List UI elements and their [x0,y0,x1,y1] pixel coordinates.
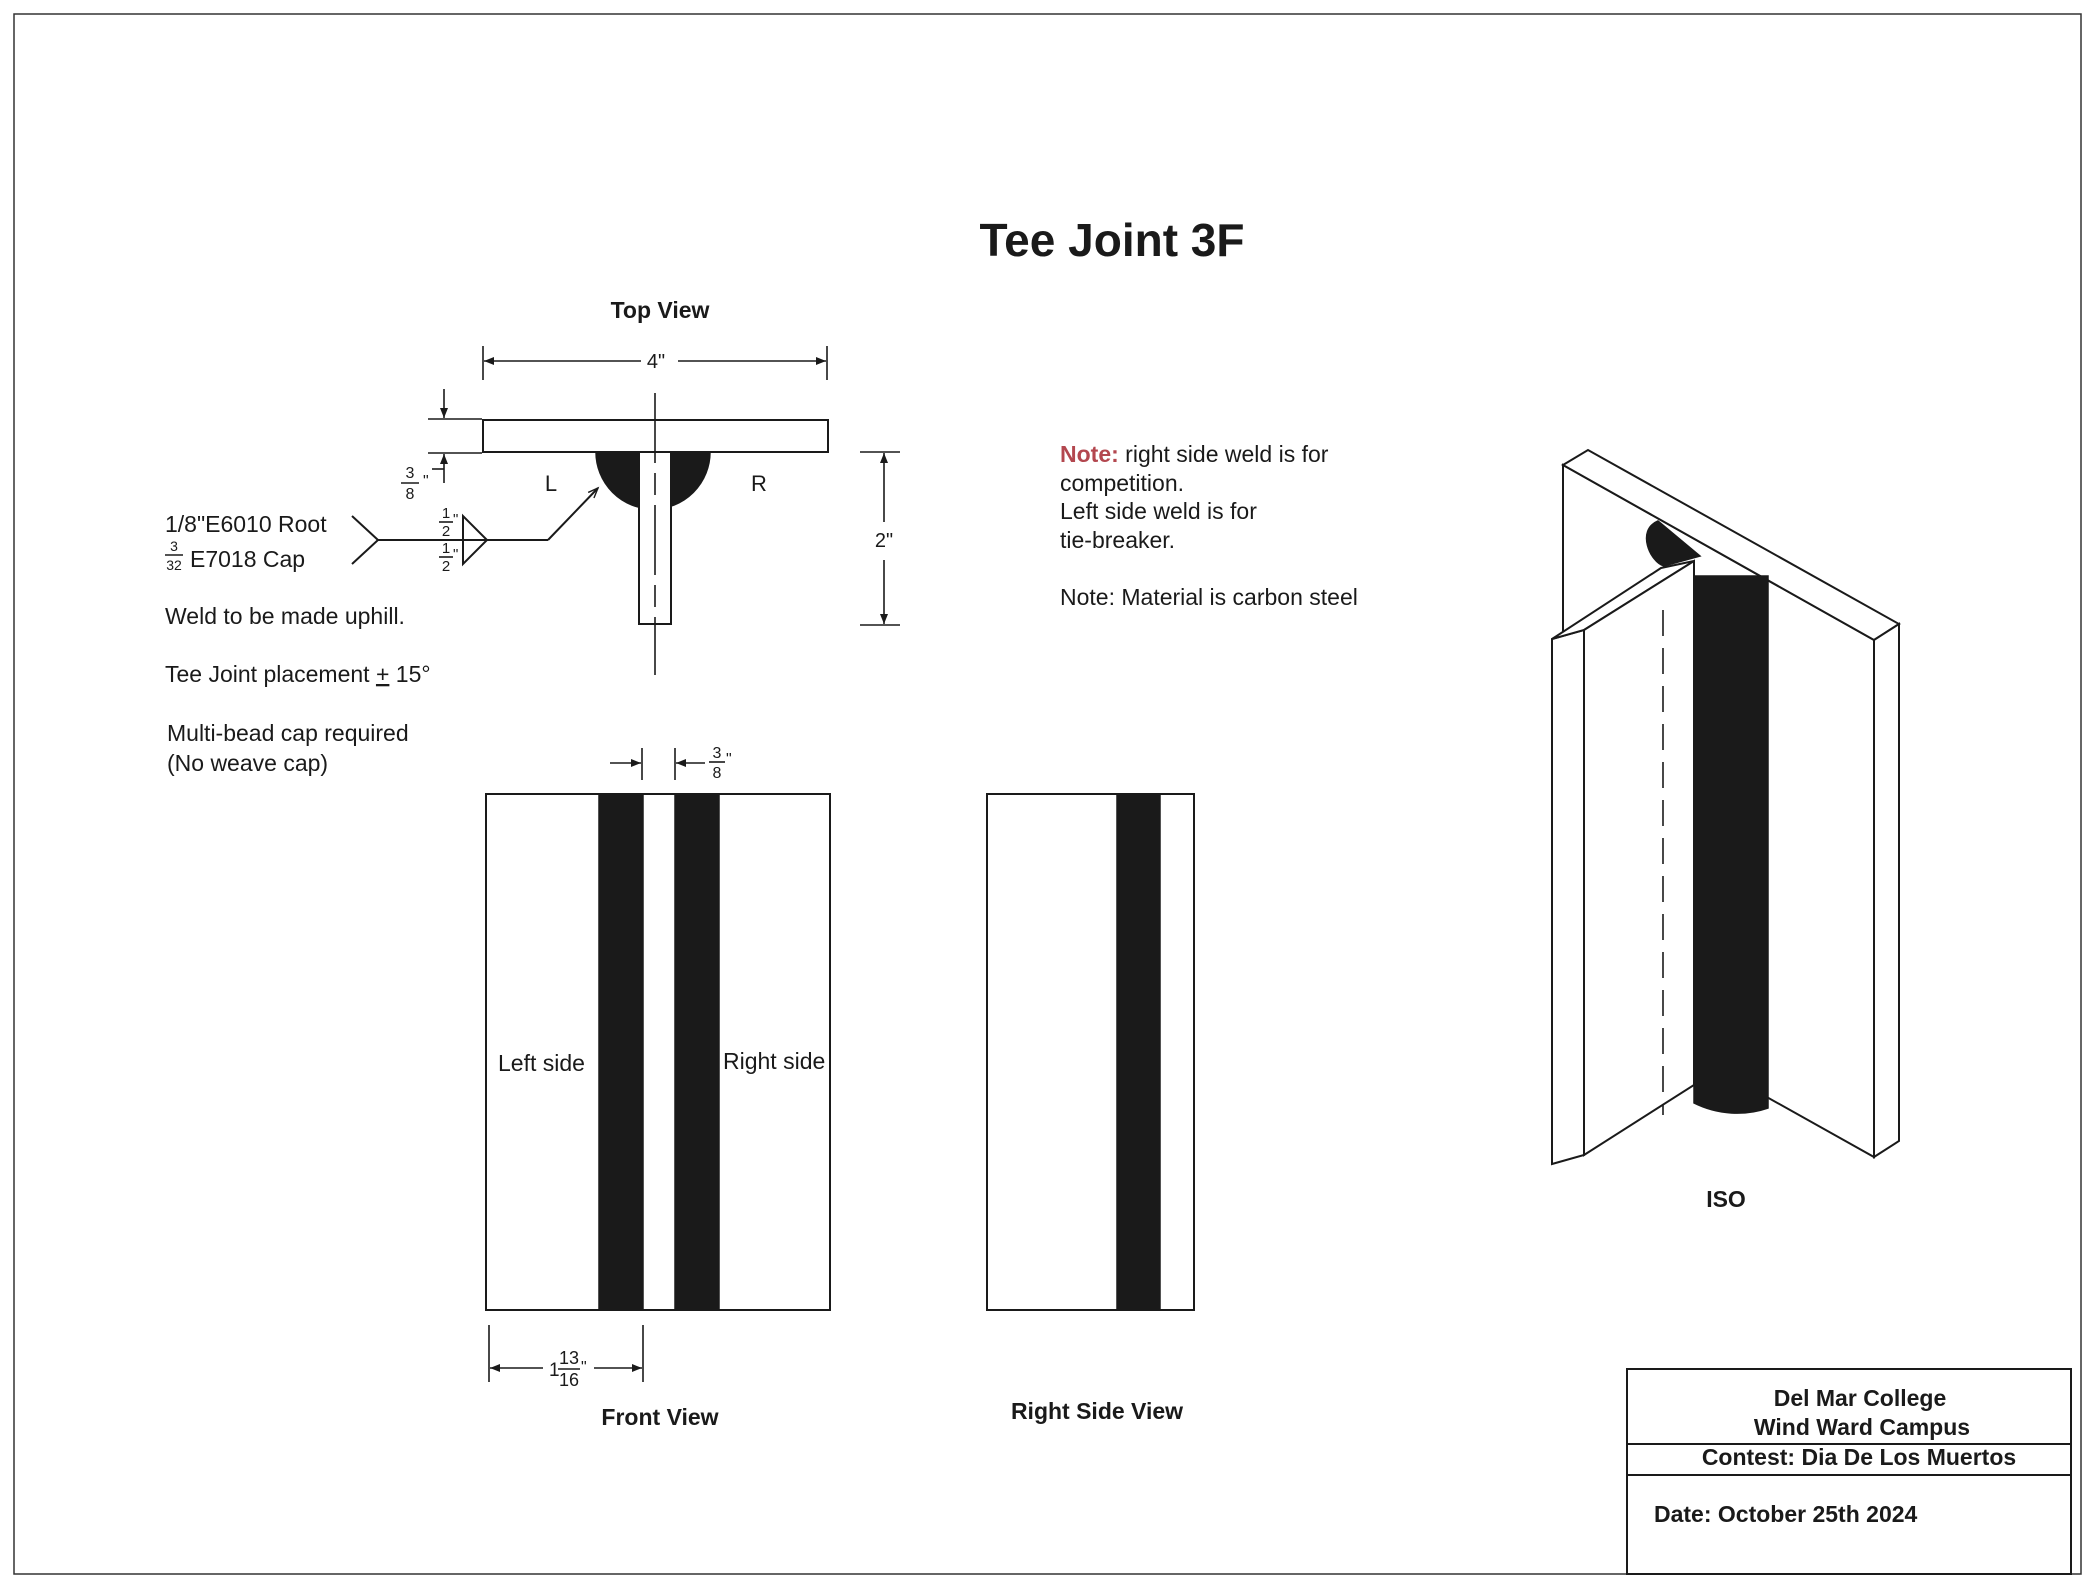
note-1b: competition. [1060,470,1184,496]
svg-text:8: 8 [406,486,415,503]
svg-text:32: 32 [166,557,182,573]
front-plate [485,793,831,1311]
dim-offset: 1 13 16 " [549,1348,587,1390]
sheet-border [13,13,2082,1575]
title-block-contest: Contest: Dia De Los Muertos [1702,1444,2016,1470]
spec-multibead-2: (No weave cap) [167,750,328,776]
front-right-side-label: Right side [723,1048,825,1074]
weld-symbol: 1 2 " 1 2 " [351,486,600,575]
top-view: Top View 4" 3 8 " L R 2" [401,297,900,675]
title-block-campus: Wind Ward Campus [1754,1414,1970,1440]
right-side-view: Right Side View [986,793,1195,1424]
svg-text:": " [726,751,732,768]
iso-stem-side [1551,628,1585,1166]
dim-height: 2" [875,530,893,552]
svg-text:3: 3 [713,745,722,762]
svg-text:1: 1 [549,1360,560,1381]
spec-cap: E7018 Cap [190,546,305,572]
iso-weld-top [1645,520,1702,567]
spec-multibead-1: Multi-bead cap required [167,720,409,746]
svg-text:3: 3 [170,538,178,554]
svg-text:2: 2 [442,558,450,575]
plus-minus-symbol: + [376,661,389,687]
note-1: Note: right side weld is for [1060,441,1329,467]
label-right: R [751,471,767,496]
note-label: Note: [1060,441,1119,467]
svg-text:": " [453,546,458,563]
svg-text:1: 1 [442,540,450,557]
side-plate [986,793,1195,1311]
spec-placement: Tee Joint placement + 15° [165,661,431,687]
svg-text:16: 16 [559,1370,579,1390]
spec-uphill: Weld to be made uphill. [165,603,405,629]
side-weld [1116,793,1161,1311]
iso-weld-bead [1693,575,1769,1114]
right-side-view-label: Right Side View [1011,1398,1183,1424]
top-view-label: Top View [611,297,710,323]
svg-text:": " [581,1359,587,1376]
svg-text:3: 3 [406,465,415,482]
spec-root: 1/8"E6010 Root [165,511,327,537]
iso-view: ISO [1551,448,1901,1212]
svg-text:2: 2 [442,523,450,540]
svg-text:8: 8 [713,765,722,782]
notes: Note: right side weld is for competition… [1060,441,1358,610]
iso-stem-face [1583,559,1695,1157]
dim-thickness: 3 8 " [401,465,429,503]
svg-text:": " [423,473,429,490]
weld-size-top: 1 2 " [439,505,458,540]
dim-stem: 3 8 " [709,745,732,782]
svg-text:1: 1 [442,505,450,522]
iso-label: ISO [1706,1186,1746,1212]
front-left-side-label: Left side [498,1050,585,1076]
dim-width: 4" [647,351,665,373]
front-weld-right [674,793,720,1311]
front-weld-left [598,793,644,1311]
note-2: Note: Material is carbon steel [1060,584,1358,610]
weld-specs: 1/8"E6010 Root 3 32 E7018 Cap Weld to be… [165,511,431,776]
title-block: Del Mar College Wind Ward Campus Contest… [1626,1368,2072,1575]
svg-text:13: 13 [559,1348,579,1368]
title-block-frame [1626,1368,2072,1575]
label-left: L [545,471,557,496]
title-block-date: Date: October 25th 2024 [1654,1501,1918,1527]
weld-size-bottom: 1 2 " [439,540,458,575]
note-1c: Left side weld is for [1060,498,1257,524]
spec-cap-fraction: 3 32 [165,538,183,573]
note-1d: tie-breaker. [1060,527,1175,553]
drawing-title: Tee Joint 3F [980,214,1245,266]
title-block-college: Del Mar College [1774,1385,1947,1411]
svg-text:": " [453,511,458,528]
iso-back-plate-edge [1873,622,1900,1159]
front-view: Left side Right side 3 8 " 1 13 16 " Fro… [485,745,831,1430]
front-view-label: Front View [601,1404,718,1430]
